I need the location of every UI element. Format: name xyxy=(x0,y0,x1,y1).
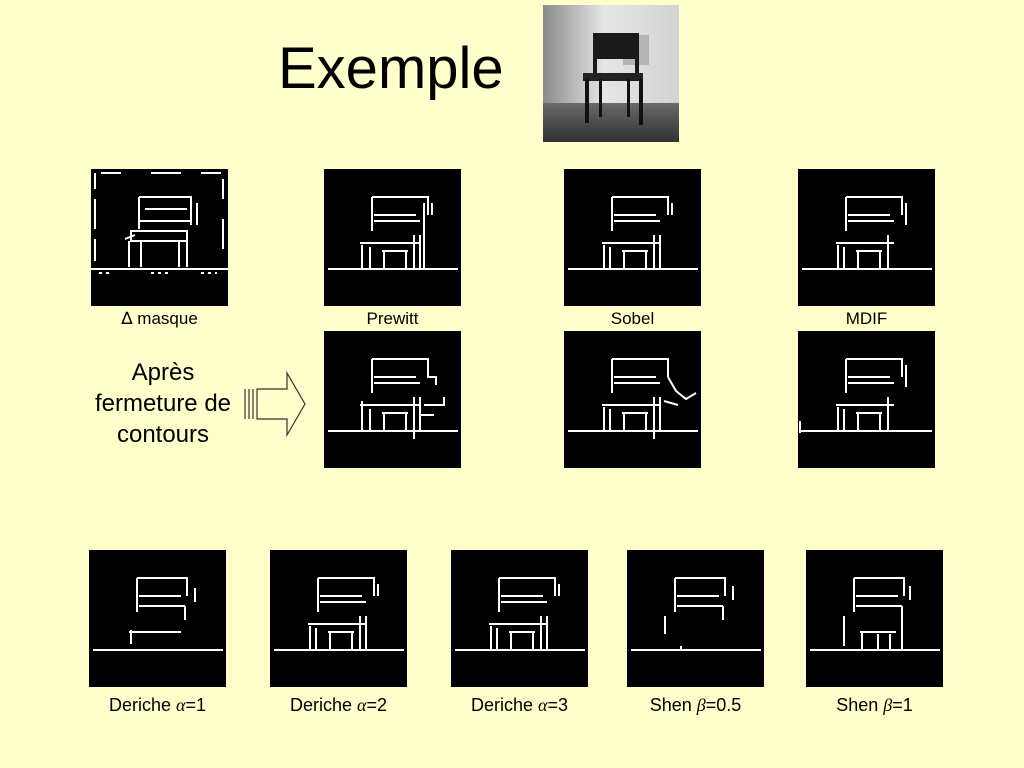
edge-image-delta-mask xyxy=(91,169,228,306)
edge-image-deriche-1 xyxy=(89,550,226,687)
caption-deriche-1: Deriche α=1 xyxy=(108,695,206,715)
slide-title: Exemple xyxy=(278,36,504,101)
caption-sobel: Sobel xyxy=(610,309,655,328)
edge-image-shen-1 xyxy=(806,550,943,687)
edge-image-mdif xyxy=(798,169,935,306)
caption-shen-1: Shen β=1 xyxy=(836,695,913,715)
caption-prewitt: Prewitt xyxy=(366,309,419,328)
right-arrow-icon xyxy=(243,370,309,442)
caption-delta-mask: ∆ masque xyxy=(121,309,198,329)
edge-image-mdif-closed xyxy=(798,331,935,468)
edge-image-sobel-closed xyxy=(564,331,701,468)
edge-image-deriche-2 xyxy=(270,550,407,687)
note-line-2: fermeture de xyxy=(94,390,232,417)
caption-deriche-3: Deriche α=3 xyxy=(470,695,568,715)
edge-image-prewitt-closed xyxy=(324,331,461,468)
note-line-1: Après xyxy=(131,359,195,386)
edge-image-prewitt xyxy=(324,169,461,306)
caption-shen-0-5: Shen β=0.5 xyxy=(649,695,742,715)
edge-image-deriche-3 xyxy=(451,550,588,687)
caption-deriche-2: Deriche α=2 xyxy=(289,695,387,715)
original-chair-photo xyxy=(543,5,679,142)
closing-contours-note: Après fermeture de contours xyxy=(82,357,244,450)
caption-mdif: MDIF xyxy=(845,309,888,328)
edge-image-shen-0-5 xyxy=(627,550,764,687)
edge-image-sobel xyxy=(564,169,701,306)
note-line-3: contours xyxy=(116,421,210,448)
